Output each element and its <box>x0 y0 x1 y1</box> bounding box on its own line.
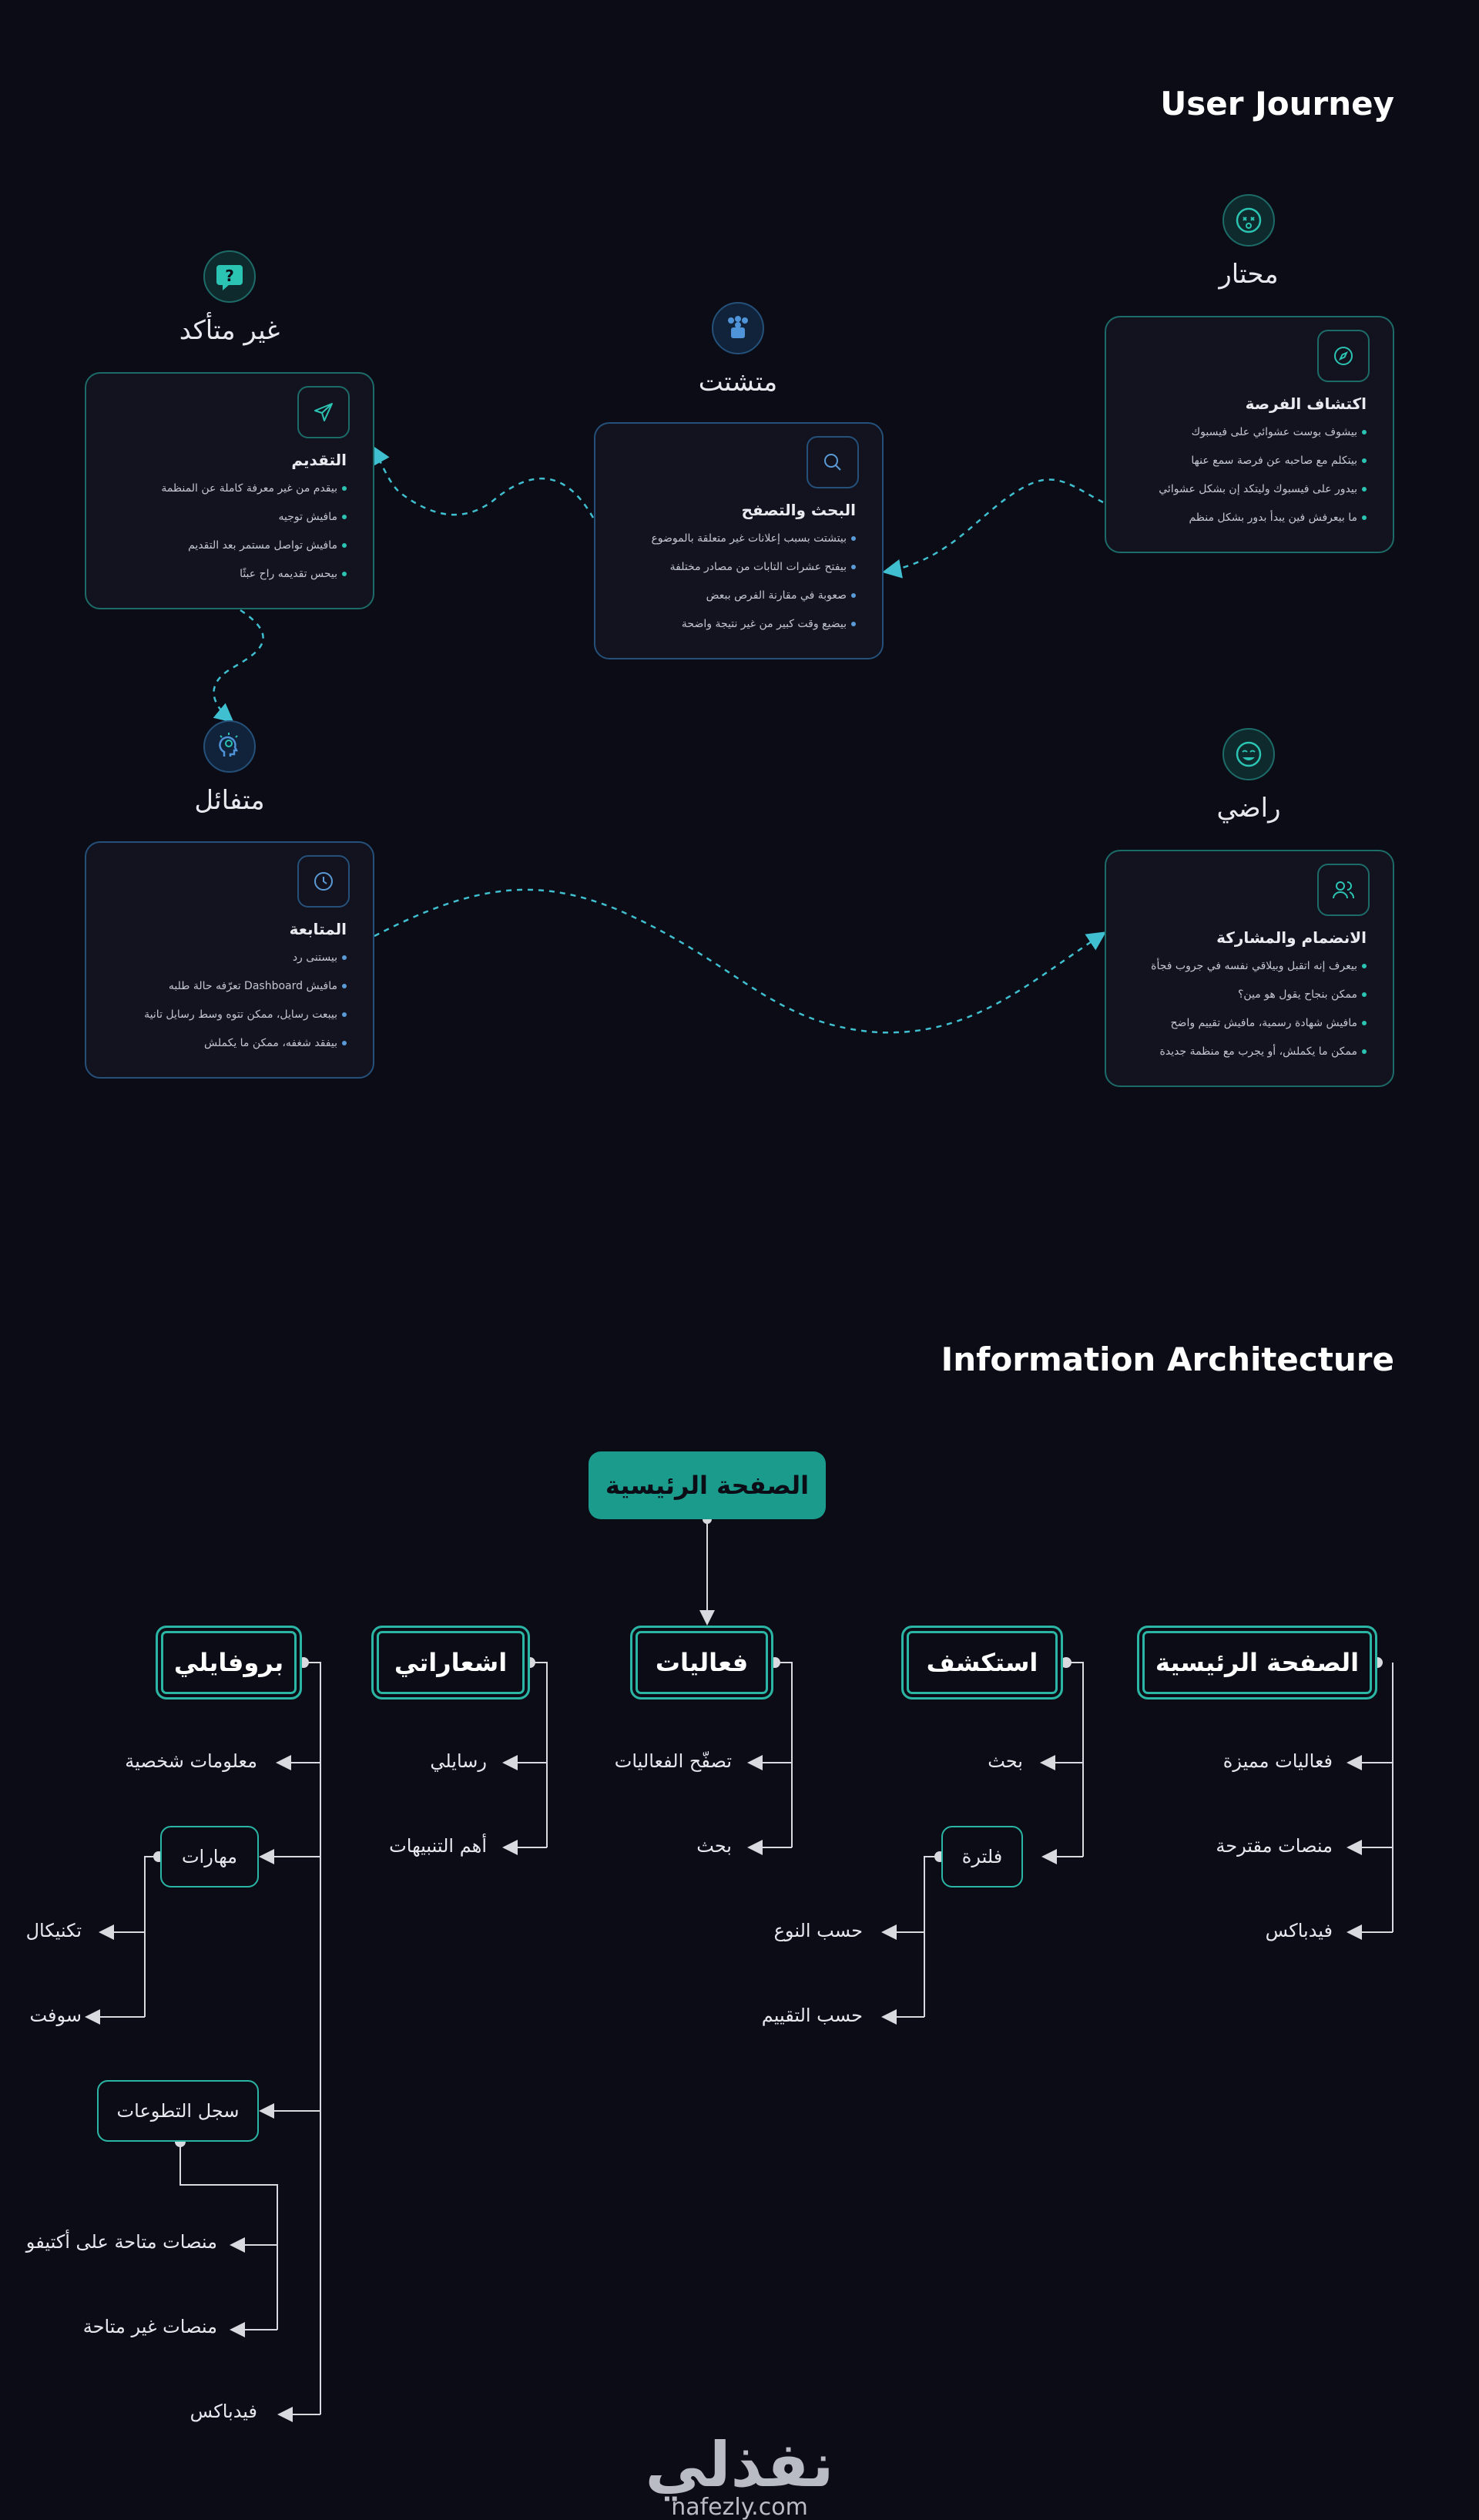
emotion-label-uncertain: غير متأكد <box>179 315 280 346</box>
ia-section-explore[interactable]: استكشف <box>901 1626 1063 1700</box>
journey-card-followup: المتابعة بيستنى رد مافيش Dashboard تعرّف… <box>85 841 374 1079</box>
hopeful-head-icon <box>203 720 256 773</box>
card-bullet: بيدور على فيسبوك وليتكد إن بشكل عشوائي <box>1129 482 1367 496</box>
ia-connectors <box>85 1515 1393 2422</box>
content-face-icon <box>1222 728 1275 780</box>
svg-text:?: ? <box>225 267 234 285</box>
ia-title: Information Architecture <box>941 1341 1394 1378</box>
ia-leaf-unavailable-platforms[interactable]: منصات غير متاحة <box>82 2316 217 2337</box>
card-bullet: بيحس تقديمه راح عبثًا <box>109 567 347 581</box>
card-bullet: ما بيعرفش فين يبدأ بدور بشكل منظم <box>1129 511 1367 525</box>
ia-section-profile[interactable]: بروفايلي <box>156 1626 302 1700</box>
emotion-label-scattered: متشتت <box>698 367 778 398</box>
ia-section-notifications[interactable]: اشعاراتي <box>371 1626 530 1700</box>
card-bullet: بيتكلم مع صاحبه عن فرصة سمع عنها <box>1129 454 1367 468</box>
ia-leaf-featured-events[interactable]: فعاليات مميزة <box>1222 1750 1333 1772</box>
card-bullet: بيفتح عشرات التابات من مصادر مختلفة <box>619 560 856 574</box>
emotion-label-optimistic: متفائل <box>194 785 265 816</box>
ia-node-skills[interactable]: مهارات <box>160 1826 259 1887</box>
card-bullet: بيفقد شغفه، ممكن ما يكملش <box>109 1036 347 1050</box>
ia-node-filter[interactable]: فلترة <box>941 1826 1023 1887</box>
send-icon <box>297 386 350 438</box>
connector-4-5 <box>374 888 1107 1034</box>
card-bullet: بيبعت رسايل، ممكن تتوه وسط رسايل تانية <box>109 1008 347 1022</box>
compass-icon <box>1317 330 1370 382</box>
ia-leaf-soft[interactable]: سوفت <box>29 2005 82 2026</box>
question-bubble-icon: ? <box>203 250 256 303</box>
ia-leaf-search[interactable]: بحث <box>988 1750 1023 1772</box>
clock-icon <box>297 855 350 908</box>
ia-node-volunteering[interactable]: سجل التطوعات <box>97 2080 259 2142</box>
ia-leaf-technical[interactable]: تكنيكال <box>25 1920 82 1941</box>
card-bullet: ممكن بنجاح يقول هو مين؟ <box>1129 988 1367 1002</box>
emotion-label-confused: محتار <box>1219 259 1279 290</box>
journey-card-discovery: اكتشاف الفرصة بيشوف بوست عشوائي على فيسب… <box>1105 316 1394 553</box>
search-icon <box>807 436 859 488</box>
card-bullet: صعوبة في مقارنة الفرص ببعض <box>619 589 856 602</box>
ia-leaf-events-search[interactable]: بحث <box>696 1835 732 1857</box>
ia-leaf-profile-feedbacks[interactable]: فيدباكس <box>189 2401 257 2422</box>
ia-leaf-personal-info[interactable]: معلومات شخصية <box>125 1750 257 1772</box>
ia-leaf-suggested-platforms[interactable]: منصات مقترحة <box>1216 1835 1333 1857</box>
journey-card-browsing: البحث والتصفح بيتشتت بسبب إعلانات غير مت… <box>594 422 884 659</box>
journey-connectors <box>213 445 1107 1034</box>
card-bullet: بيشوف بوست عشوائي على فيسبوك <box>1129 425 1367 439</box>
scattered-people-icon <box>712 302 764 354</box>
users-icon <box>1317 864 1370 916</box>
card-bullet: مافيش شهادة رسمية، مافيش تقييم واضح <box>1129 1016 1367 1030</box>
card-bullet: بيضيع وقت كبير من غير نتيجة واضحة <box>619 617 856 631</box>
card-bullet: بيتشتت بسبب إعلانات غير متعلقة بالموضوع <box>619 532 856 545</box>
ia-leaf-by-rating[interactable]: حسب التقييم <box>761 2005 863 2026</box>
ia-root-node[interactable]: الصفحة الرئيسية <box>589 1451 826 1519</box>
card-bullet: بيعرف إنه اتقبل وبيلاقي نفسه في جروب فجأ… <box>1129 959 1367 973</box>
nafezly-logo-arabic: نفذلي <box>645 2429 834 2501</box>
card-bullet: بيقدم من غير معرفة كاملة عن المنظمة <box>109 482 347 495</box>
card-bullet: بيستنى رد <box>109 951 347 965</box>
ia-leaf-by-type[interactable]: حسب النوع <box>773 1920 863 1941</box>
ia-leaf-browse-events[interactable]: تصفّح الفعاليات <box>614 1750 732 1772</box>
ia-section-events[interactable]: فعاليات <box>630 1626 773 1700</box>
card-bullet: مافيش توجيه <box>109 510 347 524</box>
card-bullet: ممكن ما يكملش، أو يجرب مع منظمة جديدة <box>1129 1045 1367 1059</box>
card-title: البحث والتصفح <box>741 501 856 519</box>
card-title: التقديم <box>291 451 347 469</box>
card-title: الانضمام والمشاركة <box>1216 928 1367 947</box>
card-bullet: مافيش Dashboard تعرّفه حالة طلبه <box>109 979 347 993</box>
dizzy-face-icon <box>1222 194 1275 247</box>
card-title: اكتشاف الفرصة <box>1245 394 1367 413</box>
connector-1-2 <box>882 478 1104 579</box>
card-title: المتابعة <box>289 920 347 938</box>
nafezly-logo-url: nafezly.com <box>671 2494 808 2520</box>
connector-3-4 <box>213 609 264 723</box>
connector-2-3 <box>371 445 595 518</box>
ia-leaf-available-platforms[interactable]: منصات متاحة على أكتيفو <box>25 2231 217 2253</box>
emotion-label-satisfied: راضي <box>1216 793 1281 824</box>
ia-leaf-my-messages[interactable]: رسايلي <box>430 1750 487 1772</box>
user-journey-title: User Journey <box>1160 85 1394 122</box>
ia-leaf-top-alerts[interactable]: أهم التنبيهات <box>389 1835 487 1857</box>
journey-card-applying: التقديم بيقدم من غير معرفة كاملة عن المن… <box>85 372 374 609</box>
journey-card-joining: الانضمام والمشاركة بيعرف إنه اتقبل وبيلا… <box>1105 850 1394 1087</box>
ia-leaf-feedbacks[interactable]: فيدباكس <box>1265 1920 1333 1941</box>
card-bullet: مافيش تواصل مستمر بعد التقديم <box>109 539 347 552</box>
ia-section-home[interactable]: الصفحة الرئيسية <box>1137 1626 1377 1700</box>
